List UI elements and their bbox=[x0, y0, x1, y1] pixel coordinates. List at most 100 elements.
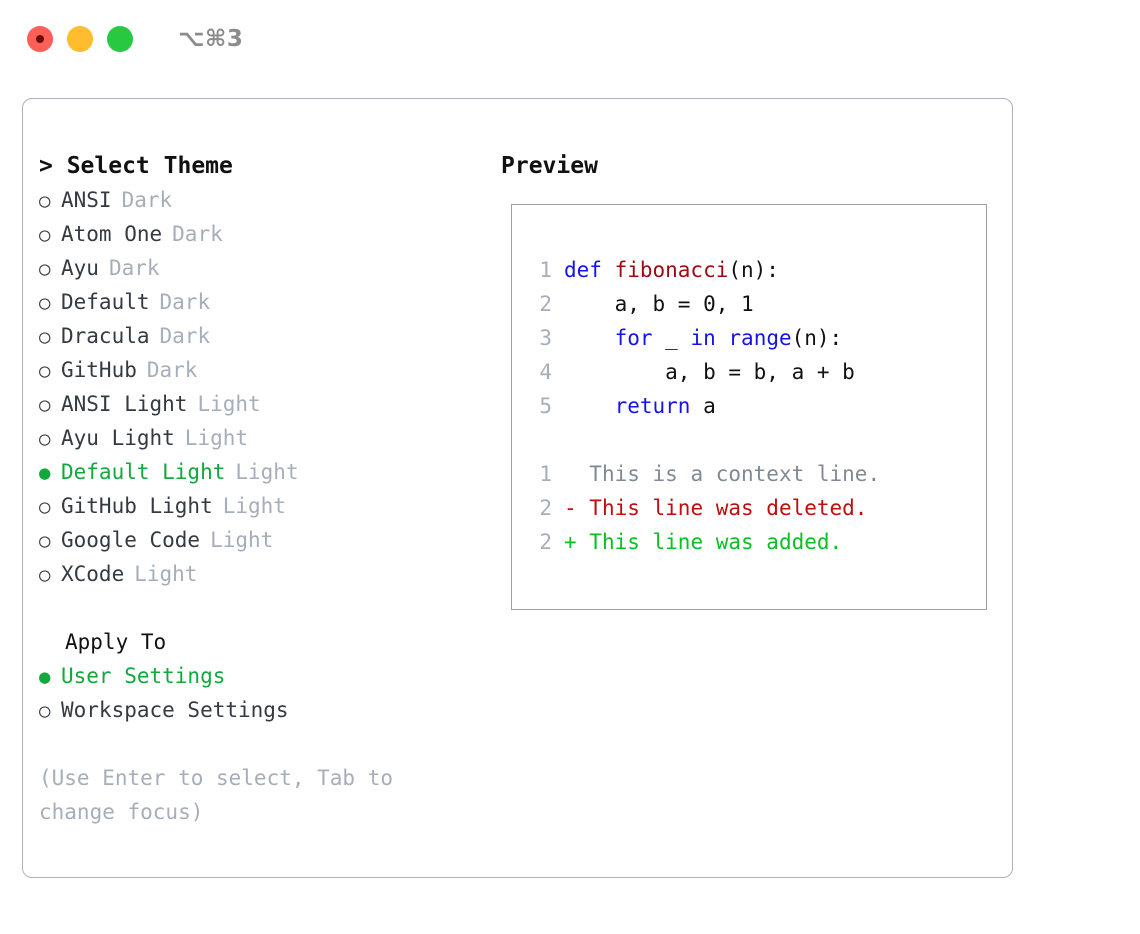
theme-option-variant-badge: Light bbox=[222, 494, 286, 518]
apply-to-option-label: User Settings bbox=[61, 664, 226, 688]
diff-line-group: 1 This is a context line.2- This line wa… bbox=[526, 457, 980, 559]
radio-unselected-icon: ○ bbox=[39, 190, 51, 212]
theme-option-label: Dracula bbox=[61, 324, 150, 348]
code-line-number: 5 bbox=[539, 394, 552, 418]
hint-spacer bbox=[39, 727, 509, 761]
theme-option-label: GitHub Light bbox=[61, 494, 213, 518]
radio-unselected-icon: ○ bbox=[39, 258, 51, 280]
code-line: 1 def fibonacci(n): bbox=[526, 253, 980, 287]
code-line: 2 a, b = 0, 1 bbox=[526, 287, 980, 321]
theme-option-label: ANSI bbox=[61, 188, 112, 212]
theme-option-variant-badge: Light bbox=[184, 426, 249, 450]
code-line-number: 1 bbox=[539, 258, 552, 282]
record-dot-icon bbox=[36, 35, 44, 43]
maximize-window-button[interactable] bbox=[107, 26, 133, 52]
theme-option-variant-badge: Dark bbox=[121, 188, 173, 212]
diff-line-number: 1 bbox=[539, 462, 552, 486]
radio-unselected-icon: ○ bbox=[39, 700, 51, 722]
diff-line-number: 2 bbox=[539, 496, 552, 520]
theme-option-variant-badge: Dark bbox=[159, 324, 211, 348]
diff-line-context: 1 This is a context line. bbox=[526, 457, 980, 491]
code-token-plain bbox=[564, 326, 615, 350]
theme-option-variant-badge: Dark bbox=[172, 222, 223, 246]
code-token-kw: in bbox=[690, 326, 716, 350]
diff-line-content: This is a context line. bbox=[589, 462, 881, 486]
code-token-plain: _ bbox=[652, 326, 691, 350]
code-diff-separator bbox=[526, 423, 980, 457]
diff-sign-marker bbox=[564, 457, 589, 491]
radio-unselected-icon: ○ bbox=[39, 530, 51, 552]
keyboard-shortcut-label: ⌥⌘3 bbox=[178, 25, 244, 52]
radio-unselected-icon: ○ bbox=[39, 224, 51, 246]
code-token-kw: return bbox=[614, 394, 691, 418]
apply-to-option-list[interactable]: ●User Settings ○ Workspace Settings bbox=[39, 659, 509, 727]
theme-option-variant-badge: Light bbox=[210, 528, 274, 552]
radio-unselected-icon: ○ bbox=[39, 326, 51, 348]
theme-option-ansi[interactable]: ○ ANSI Dark bbox=[39, 183, 509, 217]
code-token-plain: a bbox=[690, 394, 716, 418]
diff-sign-marker: - bbox=[564, 496, 590, 520]
preview-title: Preview bbox=[501, 153, 598, 179]
theme-option-variant-badge: Light bbox=[197, 392, 261, 416]
code-token-plain: (n): bbox=[728, 258, 779, 282]
close-window-button[interactable] bbox=[27, 26, 53, 52]
apply-to-option-workspace-settings[interactable]: ○ Workspace Settings bbox=[39, 693, 509, 727]
minimize-window-button[interactable] bbox=[67, 26, 93, 52]
code-line-content: for _ in range(n): bbox=[564, 321, 843, 355]
radio-unselected-icon: ○ bbox=[39, 496, 51, 518]
code-token-plain bbox=[564, 394, 615, 418]
title-bar: ⌥⌘3 bbox=[0, 0, 1140, 78]
apply-to-option-label: Workspace Settings bbox=[61, 698, 289, 722]
list-spacer bbox=[39, 591, 509, 625]
theme-option-label: Atom One bbox=[61, 222, 163, 246]
code-line: 4 a, b = b, a + b bbox=[526, 355, 980, 389]
theme-option-dracula[interactable]: ○ Dracula Dark bbox=[39, 319, 509, 353]
diff-sign-marker: + bbox=[564, 530, 590, 554]
diff-line-content: This line was added. bbox=[589, 530, 843, 554]
code-line-content: a, b = b, a + b bbox=[564, 355, 855, 389]
code-line-content: def fibonacci(n): bbox=[564, 253, 779, 287]
theme-option-label: Default bbox=[61, 290, 150, 314]
apply-to-option-user-settings[interactable]: ●User Settings bbox=[39, 659, 509, 693]
radio-unselected-icon: ○ bbox=[39, 564, 51, 586]
code-line-number: 4 bbox=[539, 360, 552, 384]
code-token-kw: range bbox=[728, 326, 792, 350]
code-token-plain: a, b = b, a + b bbox=[564, 360, 855, 384]
theme-option-label: Google Code bbox=[61, 528, 201, 552]
theme-option-label: Default Light bbox=[61, 460, 226, 484]
theme-option-variant-badge: Light bbox=[134, 562, 198, 586]
traffic-light-group bbox=[27, 26, 133, 52]
code-token-plain bbox=[716, 326, 729, 350]
theme-option-variant-badge: Light bbox=[235, 460, 299, 484]
code-line-content: return a bbox=[564, 389, 716, 423]
apply-to-header: Apply To bbox=[65, 630, 167, 654]
theme-option-github-light[interactable]: ○ GitHub Light Light bbox=[39, 489, 509, 523]
radio-unselected-icon: ○ bbox=[39, 360, 51, 382]
code-line: 3 for _ in range(n): bbox=[526, 321, 980, 355]
code-line-number: 2 bbox=[539, 292, 552, 316]
theme-option-google-code[interactable]: ○ Google Code Light bbox=[39, 523, 509, 557]
theme-option-label: Ayu bbox=[61, 256, 99, 280]
diff-line-added: 2+ This line was added. bbox=[526, 525, 980, 559]
radio-unselected-icon: ○ bbox=[39, 428, 51, 450]
diff-line-deleted: 2- This line was deleted. bbox=[526, 491, 980, 525]
keyboard-hint-text: (Use Enter to select, Tab to change focu… bbox=[39, 766, 406, 824]
code-token-plain: a, b = 0, 1 bbox=[564, 292, 754, 316]
radio-unselected-icon: ○ bbox=[39, 394, 51, 416]
select-theme-header: > Select Theme bbox=[39, 153, 233, 179]
theme-option-atom-one[interactable]: ○ Atom One Dark bbox=[39, 217, 509, 251]
